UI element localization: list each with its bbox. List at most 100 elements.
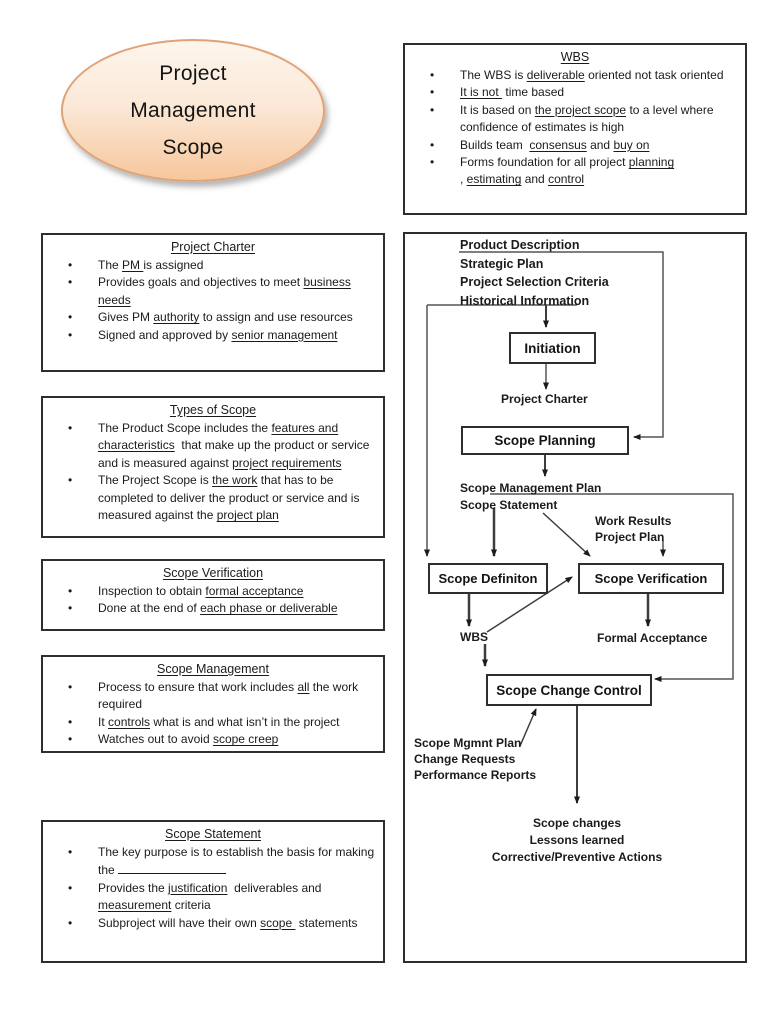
bullet-item: •The Project Scope is the work that has … xyxy=(68,472,377,524)
text-segment: authority xyxy=(153,310,200,325)
text-segment: the project scope xyxy=(534,102,627,117)
project-charter-bullets: •The PM is assigned•Provides goals and o… xyxy=(68,257,377,344)
bullet-text: It controls what is and what isn’t in th… xyxy=(98,714,377,731)
project-charter-label: Project Charter xyxy=(501,392,588,406)
bullet-dot: • xyxy=(68,880,73,895)
types-of-scope-bullets: • The Product Scope includes the features… xyxy=(68,420,377,524)
scope-verification-box: Scope Verification •Inspection to obtain… xyxy=(41,559,385,631)
bullet-dot: • xyxy=(68,845,73,859)
text-segment: the xyxy=(98,863,119,878)
text-segment: Builds team xyxy=(460,137,530,152)
scope-statement-title: Scope Statement xyxy=(165,827,261,841)
bullet-dot: • xyxy=(68,680,73,694)
text-segment: consensus xyxy=(529,137,587,152)
label-line: Corrective/Preventive Actions xyxy=(491,850,663,864)
text-segment: scope creep xyxy=(212,732,279,747)
bullet-item: •Gives PM authority to assign and use re… xyxy=(68,309,377,326)
text-segment: senior management xyxy=(231,327,338,342)
label-line: Change Requests xyxy=(414,752,516,767)
bullet-dot: • xyxy=(68,275,73,290)
text-segment: Provides goals and objectives to meet xyxy=(98,275,304,290)
text-segment: justification xyxy=(168,880,228,895)
bullet-dot: • xyxy=(68,714,73,729)
text-segment: and xyxy=(586,137,614,152)
text-segment: project plan xyxy=(216,508,279,523)
text-segment: project requirements xyxy=(232,455,342,470)
bullet-dot: • xyxy=(430,85,435,100)
bullet-item: • It is based on the project scope to a l… xyxy=(430,102,739,137)
bullet-dot: • xyxy=(68,473,73,488)
text-segment: deliverables and xyxy=(227,880,322,895)
project-charter-title: Project Charter xyxy=(170,240,256,254)
bullet-text: Provides the justification deliverables … xyxy=(98,880,377,915)
bullet-item: •The PM is assigned xyxy=(68,257,377,274)
bullet-text: It is not time based xyxy=(460,84,739,101)
text-segment: Process to ensure that work includes xyxy=(98,680,298,694)
bullet-dot: • xyxy=(68,327,73,342)
bullet-text: Process to ensure that work includes all… xyxy=(98,679,377,714)
bullet-item: •Watches out to avoid scope creep xyxy=(68,731,377,748)
text-segment: is assigned xyxy=(143,258,204,272)
scope-verification-title: Scope Verification xyxy=(162,566,264,580)
text-segment: It xyxy=(98,714,109,729)
bullet-dot: • xyxy=(430,68,435,82)
text-segment: Gives PM xyxy=(98,310,154,325)
bullet-text: Forms foundation for all project plannin… xyxy=(460,154,739,189)
scope-management-box: Scope Management • Process to ensure that… xyxy=(41,655,385,753)
text-segment: Signed and approved by xyxy=(98,327,232,342)
label-line: Historical Information xyxy=(460,293,590,308)
bullet-text: The WBS is deliverable oriented not task… xyxy=(460,67,739,84)
bullet-item: • Builds team consensus and buy on xyxy=(430,137,739,154)
bullet-text: Provides goals and objectives to meet bu… xyxy=(98,274,377,309)
text-segment: all xyxy=(297,680,310,694)
formal-acceptance-label: Formal Acceptance xyxy=(597,631,708,645)
text-segment: features and characteristics xyxy=(98,421,339,453)
bullet-text: Done at the end of each phase or deliver… xyxy=(98,600,377,617)
text-segment: buy on xyxy=(613,137,650,152)
scope-management-title: Scope Management xyxy=(157,662,269,676)
wbs-note-box: WBS •The WBS is deliverable oriented not… xyxy=(403,43,747,215)
text-segment: time based xyxy=(502,85,565,100)
node-scope-definition: Scope Definiton xyxy=(428,563,548,594)
text-segment: planning xyxy=(628,155,675,170)
label-line: Management xyxy=(130,99,256,122)
bullet-text: The Product Scope includes the features … xyxy=(98,420,377,472)
text-segment: The Project Scope is xyxy=(98,473,213,488)
label-line: Scope changes xyxy=(532,816,622,830)
bullet-dot: • xyxy=(430,137,435,152)
text-segment: Subproject will have their own xyxy=(98,915,261,930)
text-segment: business needs xyxy=(98,275,351,307)
bullet-dot: • xyxy=(68,732,73,747)
text-segment: deliverable xyxy=(526,68,585,82)
bullet-text: The key purpose is to establish the basi… xyxy=(98,844,377,880)
scope-verification-bullets: •Inspection to obtain formal acceptance•… xyxy=(68,583,377,618)
text-segment: The key purpose is to establish the basi… xyxy=(98,845,375,859)
text-segment: scope xyxy=(260,915,296,930)
bullet-item: • Process to ensure that work includes al… xyxy=(68,679,377,714)
label-line: Project Selection Criteria xyxy=(460,275,609,290)
bullet-dot: • xyxy=(68,601,73,616)
text-segment: what is and what isn’t in the project xyxy=(150,714,340,729)
text-segment: to assign and use resources xyxy=(199,310,353,325)
text-segment: control xyxy=(548,172,585,187)
bullet-item: • Signed and approved by senior managemen… xyxy=(68,327,377,344)
text-segment: , xyxy=(460,172,467,187)
label-line: Product Description xyxy=(460,238,580,252)
text-segment: the work required xyxy=(98,680,359,712)
text-segment: to a level where confidence of estimates… xyxy=(460,102,714,135)
text-segment: measurement xyxy=(98,898,172,913)
label-line: Scope Management Plan xyxy=(460,481,602,495)
bullet-dot: • xyxy=(430,102,435,117)
text-segment: The WBS is xyxy=(460,68,527,82)
text-segment: formal acceptance xyxy=(205,584,304,598)
project-charter-box: Project Charter •The PM is assigned•Prov… xyxy=(41,233,385,372)
text-segment: It is not xyxy=(460,85,503,100)
text-segment: estimating xyxy=(466,172,522,187)
bullet-dot: • xyxy=(68,584,73,598)
text-segment: It is based on xyxy=(460,102,535,117)
bullet-item: • It is not time based xyxy=(430,84,739,101)
